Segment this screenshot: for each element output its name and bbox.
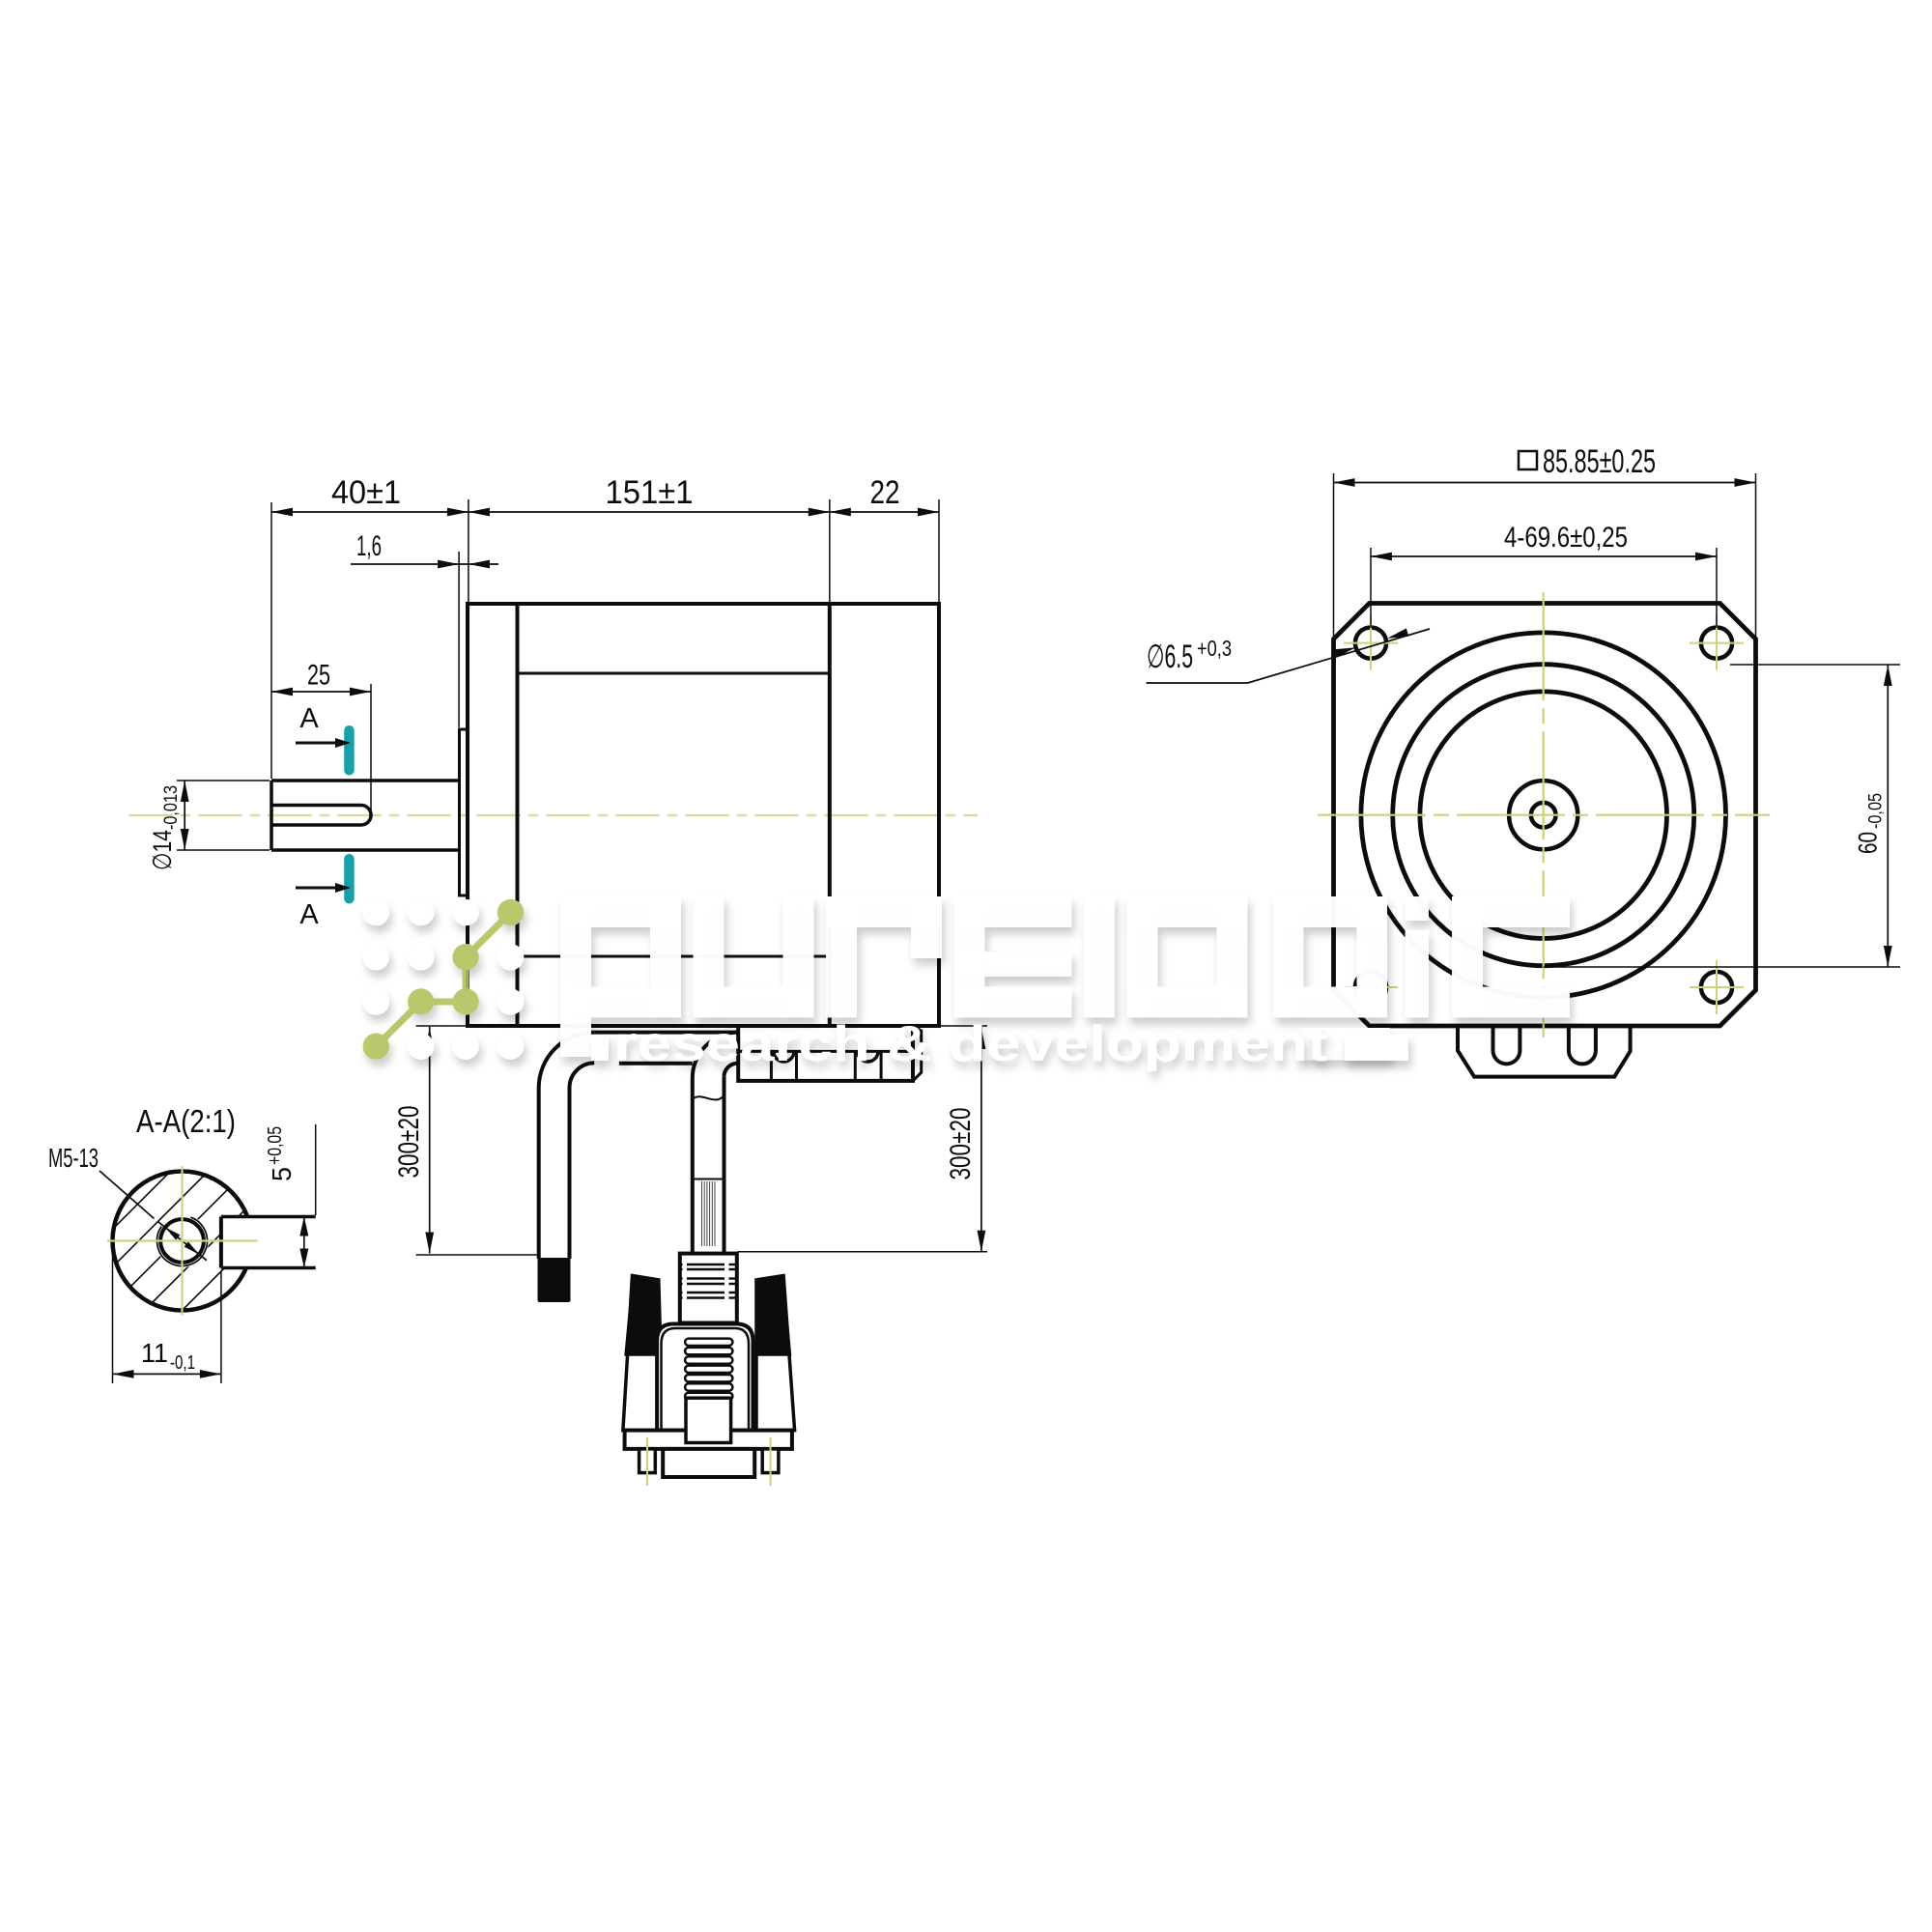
svg-text:151±1: 151±1 [606, 474, 694, 511]
svg-text:research & development: research & development [613, 1016, 1328, 1072]
svg-text:22: 22 [870, 474, 900, 511]
svg-text:11-0,1: 11-0,1 [141, 1338, 195, 1374]
svg-text:A: A [299, 703, 319, 734]
svg-text:300±20: 300±20 [945, 1108, 977, 1180]
svg-text:A: A [299, 899, 319, 930]
svg-text:60-0,05: 60-0,05 [1854, 793, 1887, 854]
svg-text:4-69.6±0,25: 4-69.6±0,25 [1504, 522, 1628, 554]
svg-text:1,6: 1,6 [356, 530, 382, 562]
svg-text:A-A(2:1): A-A(2:1) [136, 1103, 236, 1139]
svg-text:5+0,05: 5+0,05 [265, 1126, 297, 1181]
svg-text:∅6.5+0,3: ∅6.5+0,3 [1147, 636, 1232, 675]
svg-text:∅14-0,013: ∅14-0,013 [148, 785, 182, 870]
svg-text:85.85±0.25: 85.85±0.25 [1543, 443, 1656, 480]
svg-text:M5-13: M5-13 [48, 1143, 99, 1173]
svg-text:300±20: 300±20 [393, 1106, 425, 1179]
svg-text:40±1: 40±1 [331, 474, 401, 511]
svg-text:25: 25 [307, 660, 330, 692]
